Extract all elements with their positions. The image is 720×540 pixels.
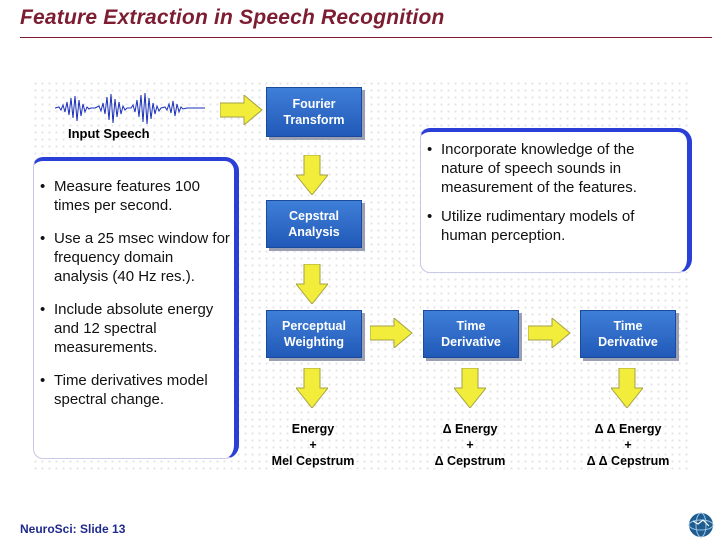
arrow-down-icon bbox=[454, 368, 486, 408]
globe-logo-icon bbox=[688, 512, 714, 538]
arrow-right-icon bbox=[370, 318, 413, 348]
title-rule bbox=[20, 37, 712, 38]
arrow-down-icon bbox=[611, 368, 643, 408]
note-item: Utilize rudimentary models of human perc… bbox=[425, 207, 681, 245]
arrow-right-icon bbox=[528, 318, 571, 348]
output-delta-energy-cepstrum: Δ Energy+Δ Cepstrum bbox=[434, 422, 506, 468]
waveform-icon bbox=[55, 92, 205, 125]
right-notes-box: Incorporate knowledge of the nature of s… bbox=[420, 128, 692, 273]
arrow-down-icon bbox=[296, 155, 328, 195]
note-item: Measure features 100 times per second. bbox=[38, 177, 230, 215]
arrow-right-icon bbox=[220, 95, 263, 125]
note-item: Incorporate knowledge of the nature of s… bbox=[425, 140, 681, 197]
slide-title: Feature Extraction in Speech Recognition bbox=[20, 6, 445, 29]
left-notes-box: Measure features 100 times per second. U… bbox=[33, 157, 239, 459]
note-item: Include absolute energy and 12 spectral … bbox=[38, 300, 230, 357]
input-speech-label: Input Speech bbox=[68, 126, 150, 141]
arrow-down-icon bbox=[296, 368, 328, 408]
arrow-down-icon bbox=[296, 264, 328, 304]
output-delta-delta-energy-cepstrum: Δ Δ Energy+Δ Δ Cepstrum bbox=[586, 422, 670, 468]
footer-slide-label: NeuroSci: Slide 13 bbox=[20, 522, 126, 536]
note-item: Time derivatives model spectral change. bbox=[38, 371, 230, 409]
note-item: Use a 25 msec window for frequency domai… bbox=[38, 229, 230, 286]
output-energy-mel-cepstrum: Energy+Mel Cepstrum bbox=[271, 422, 355, 468]
